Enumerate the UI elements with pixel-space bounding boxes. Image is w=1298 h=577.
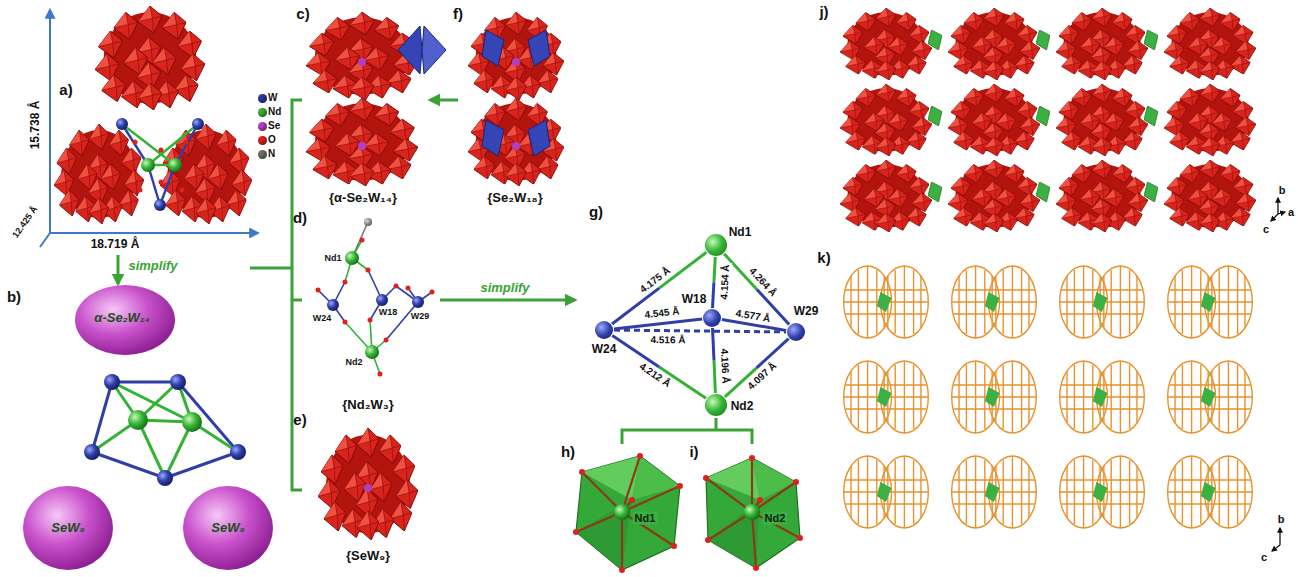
bond-segment: [713, 283, 714, 309]
atom-label: Nd2: [763, 512, 788, 525]
panel-label: c): [296, 5, 309, 22]
legend-swatch: [258, 136, 267, 145]
packing-view: [840, 8, 1256, 232]
panel-label: k): [817, 249, 830, 266]
step-label: simplify: [128, 259, 177, 274]
bond-segment: [713, 328, 715, 361]
atom-label: Nd2: [345, 357, 362, 367]
formula-label: {Nd₂W₃}: [342, 398, 394, 413]
bond-line: [713, 257, 716, 308]
atom-label: W29: [794, 305, 819, 319]
axis-arrows: [1271, 198, 1285, 551]
unit-label: α-Se₂W₁₄: [94, 311, 149, 326]
axis-label: c: [1263, 223, 1269, 236]
w-atom: W29: [787, 323, 805, 341]
formula-label: {Se₂W₁₈}: [487, 191, 543, 206]
polyoxometalate-cluster: [318, 428, 418, 540]
panel-label: e): [293, 411, 306, 428]
legend-swatch: [258, 94, 267, 103]
legend-text: W: [268, 92, 277, 104]
axis-label: c: [1261, 551, 1267, 564]
axis-label: b: [1278, 513, 1285, 526]
w-atom: W24: [595, 321, 613, 339]
bond-line: [725, 339, 789, 397]
atom-label: W24: [592, 343, 617, 357]
step-label: simplify: [480, 281, 529, 296]
ball-and-stick: [316, 218, 435, 377]
nd-atom: Nd1: [705, 234, 727, 256]
atom-label: Nd1: [729, 226, 752, 240]
distance-label: 4.545 Å: [642, 305, 682, 321]
dimension-label: 12.425 Å: [10, 204, 39, 240]
panel-label: h): [561, 443, 575, 460]
bond-segment: [614, 319, 702, 329]
distance-label: 4.196 Å: [718, 346, 731, 386]
w-atom: W18: [703, 309, 721, 327]
bond-line: [614, 330, 786, 332]
bond-segment: [614, 330, 786, 332]
packing-view: [844, 266, 1253, 528]
legend-text: N: [268, 148, 275, 160]
legend-swatch: [258, 108, 267, 117]
metal-core: [116, 118, 204, 211]
coordination-polyhedron: [573, 453, 803, 573]
atom-label: Nd1: [633, 512, 658, 525]
bond-line: [713, 328, 716, 393]
flow-arrows: [118, 100, 752, 490]
unit-label: SeW₉: [211, 521, 244, 536]
formula-label: {SeW₉}: [346, 549, 390, 564]
legend-text: O: [268, 134, 276, 146]
nd-atom: Nd2: [705, 394, 727, 416]
atom-label: W18: [682, 293, 707, 307]
atom-label: Nd2: [731, 400, 754, 414]
atom-label: W29: [411, 311, 430, 321]
unit-label: SeW₉: [51, 521, 84, 536]
panel-label: g): [589, 203, 603, 220]
atom-label: W18: [379, 307, 398, 317]
dimension-label: 18.719 Å: [91, 238, 140, 252]
atom-label: W24: [313, 313, 332, 323]
panel-label: j): [819, 3, 828, 20]
distance-label: 4.516 Å: [648, 334, 687, 346]
polyoxometalate-cluster: [306, 12, 564, 186]
bond-line: [614, 319, 702, 329]
simplified-structure: [23, 285, 273, 570]
legend-text: Nd: [268, 106, 281, 118]
legend-text: Se: [268, 120, 280, 132]
polyoxometalate-cluster: [54, 6, 252, 224]
panel-label: f): [453, 5, 463, 22]
legend-swatch: [258, 122, 267, 131]
bond-line: [724, 254, 789, 325]
bond-segment: [714, 257, 715, 283]
panel-label: i): [689, 443, 698, 460]
bond-line: [612, 252, 706, 324]
distance-label: 4.154 Å: [718, 262, 732, 302]
axis-label: b: [1279, 184, 1286, 197]
panel-label: d): [293, 209, 307, 226]
bond-segment: [714, 361, 715, 394]
panel-label: b): [7, 288, 21, 305]
axis-label: a: [1288, 206, 1294, 219]
dimension-label: 15.738 Å: [29, 101, 43, 150]
formula-label: {α-Se₂W₁₄}: [329, 191, 397, 206]
atom-label: Nd1: [324, 253, 341, 263]
panel-label: a): [59, 81, 72, 98]
legend-swatch: [258, 150, 267, 159]
